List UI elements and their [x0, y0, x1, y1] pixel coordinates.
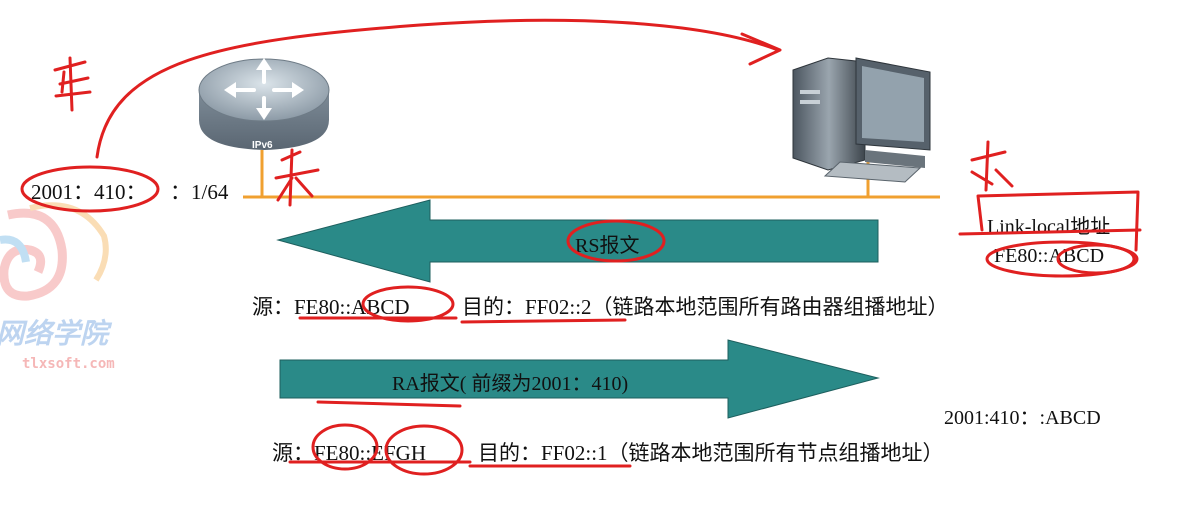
rs-message-label: RS报文	[575, 235, 640, 257]
rs-source-value: FE80::ABCD	[294, 295, 410, 319]
ra-destination-note: （链路本地范围所有节点组播地址）	[607, 441, 944, 465]
ra-destination-value: FF02::1	[541, 441, 608, 465]
rs-source: 源：FE80::ABCD	[252, 291, 410, 321]
computer-icon	[792, 57, 931, 183]
rs-destination-note: （链路本地范围所有路由器组播地址）	[591, 295, 949, 319]
ra-source: 源：FE80::EFGH	[272, 437, 426, 467]
ra-message-label: RA报文( 前缀为2001：410)	[392, 373, 629, 395]
router-address-prefix: 2001：410：	[31, 180, 147, 204]
watermark-url: tlxsoft.com	[22, 356, 115, 372]
link-local-label: Link-local地址	[987, 216, 1111, 238]
watermark-title: 网络学院	[0, 317, 109, 350]
ra-message-arrow	[279, 339, 880, 419]
rs-destination: 目的：FF02::2（链路本地范围所有路由器组播地址）	[462, 291, 949, 321]
router-icon	[198, 58, 330, 150]
router-label: IPv6	[252, 140, 273, 151]
ra-source-value: FE80::EFGH	[314, 441, 427, 465]
ra-source-label: 源：	[272, 441, 314, 465]
rs-source-label: 源：	[252, 295, 294, 319]
router-address-suffix: ：1/64	[170, 180, 229, 204]
generated-address: 2001:410：:ABCD	[944, 407, 1101, 429]
rs-destination-value: FF02::2	[525, 295, 592, 319]
link-local-address: FE80::ABCD	[994, 245, 1105, 267]
rs-destination-label: 目的：	[462, 295, 525, 319]
watermark-logo	[0, 202, 109, 301]
ra-destination-label: 目的：	[478, 441, 541, 465]
ra-destination: 目的：FF02::1（链路本地范围所有节点组播地址）	[478, 437, 944, 467]
